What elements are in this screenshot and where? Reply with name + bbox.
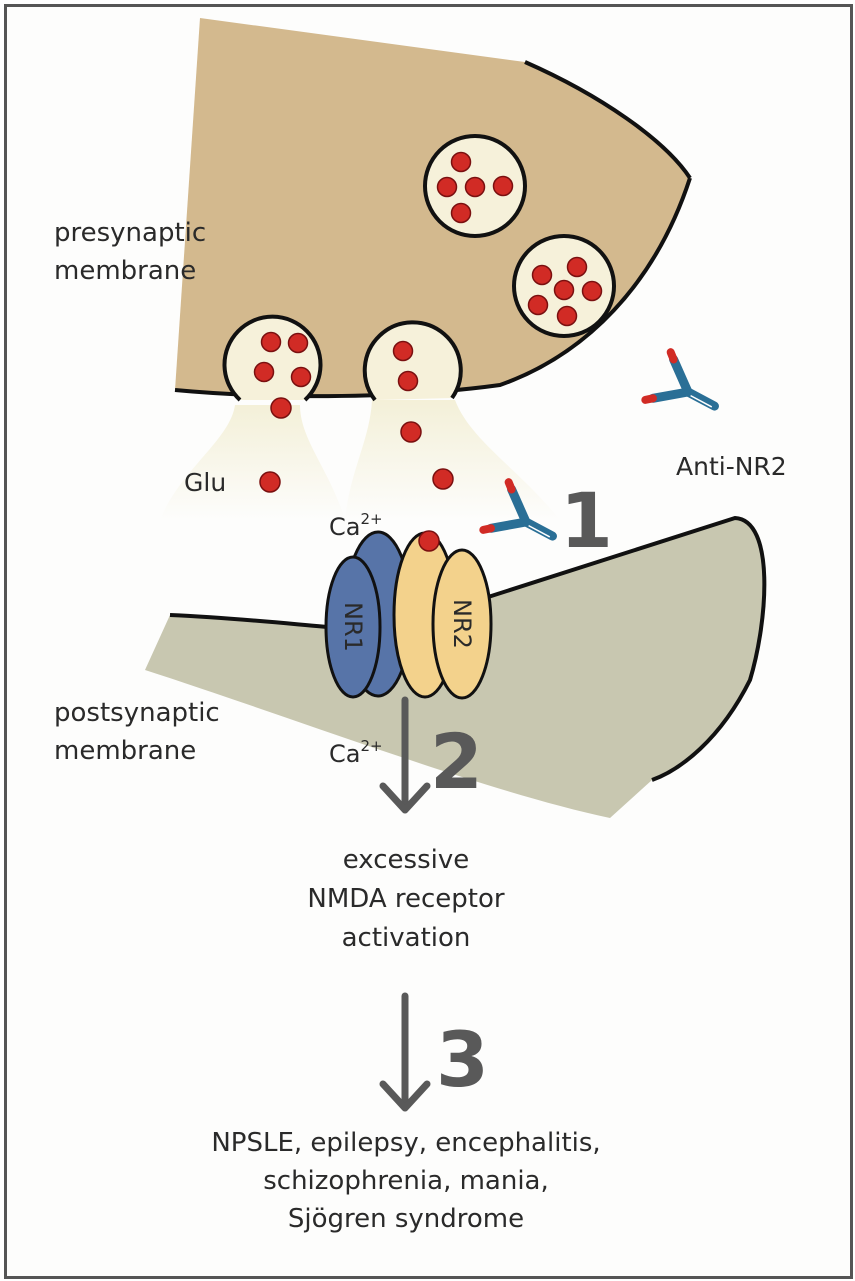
fusing-vesicle-left <box>222 314 323 402</box>
step-1-number: 1 <box>560 476 613 565</box>
fusing-vesicle-right <box>362 320 463 402</box>
step-3-number: 3 <box>436 1015 489 1104</box>
glutamate-molecule <box>400 421 422 443</box>
postsynaptic-label-line1: postsynaptic <box>54 698 220 728</box>
presynaptic-label-line2: membrane <box>54 256 196 286</box>
glu-label: Glu <box>184 468 226 497</box>
step-2-number: 2 <box>430 717 483 806</box>
nr2-label: NR2 <box>448 599 476 649</box>
antibody-icon <box>645 352 727 430</box>
glutamate-molecule <box>259 471 281 493</box>
disease-text-line3: Sjögren syndrome <box>288 1204 524 1234</box>
glutamate-molecule <box>270 397 292 419</box>
glutamate-molecule <box>432 468 454 490</box>
glutamate-bound <box>418 530 440 552</box>
vesicle <box>423 134 527 238</box>
nr1-label: NR1 <box>339 602 367 652</box>
vesicle <box>512 234 616 338</box>
nr2-subunit <box>431 548 493 700</box>
disease-text-line2: schizophrenia, mania, <box>263 1166 549 1196</box>
arrow-step-3 <box>379 992 431 1112</box>
nr1-subunit <box>324 555 382 699</box>
postsynaptic-membrane-right <box>484 515 767 782</box>
anti-nr2-label: Anti-NR2 <box>676 452 787 481</box>
disease-text-line1: NPSLE, epilepsy, encephalitis, <box>211 1128 600 1158</box>
release-plume-left <box>160 405 345 520</box>
calcium-label-bottom: Ca2+ <box>329 737 383 768</box>
release-plume-right <box>345 400 560 520</box>
calcium-label-top: Ca2+ <box>329 510 383 541</box>
activation-text-line1: excessive <box>343 845 469 875</box>
arrow-step-2 <box>379 696 431 814</box>
presynaptic-membrane-edge <box>524 60 692 180</box>
activation-text-line2: NMDA receptor <box>307 884 505 914</box>
presynaptic-label-line1: presynaptic <box>54 218 206 248</box>
nmda-receptor: NR1 NR2 <box>324 530 493 700</box>
postsynaptic-label-line2: membrane <box>54 736 196 766</box>
activation-text-line3: activation <box>342 923 471 953</box>
